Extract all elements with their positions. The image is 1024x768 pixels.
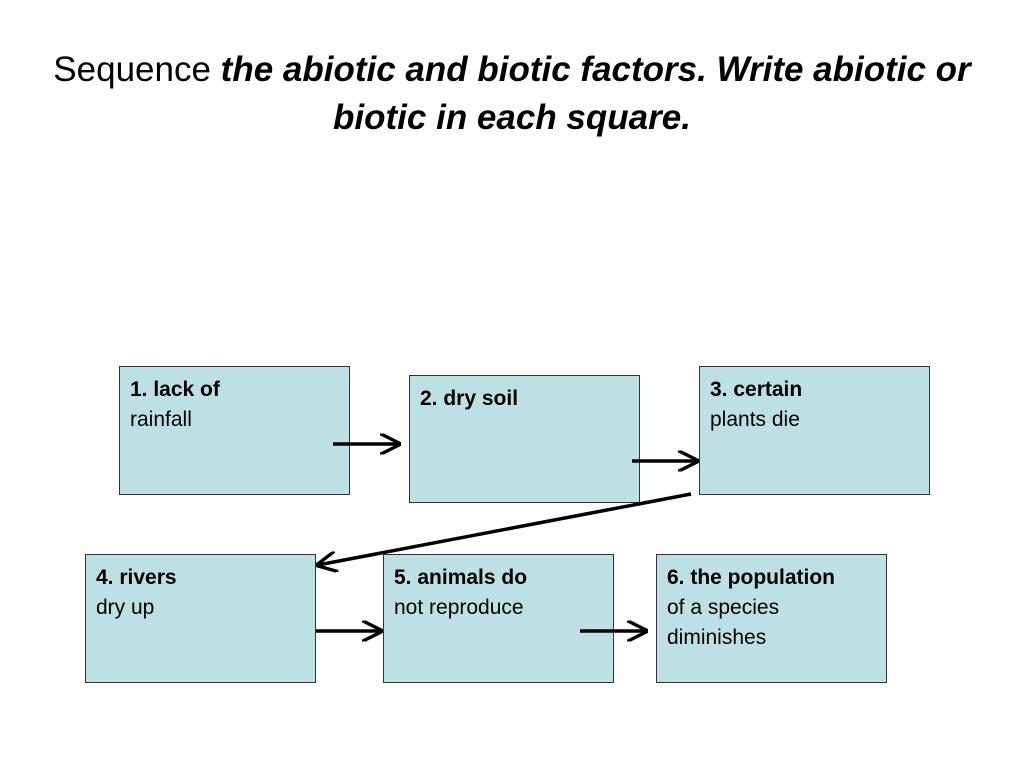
box-5-heading: 5. animals do: [394, 566, 528, 589]
box-4-heading: 4. rivers: [96, 566, 177, 589]
box-1-heading: 1. lack of: [130, 378, 220, 401]
box-2-heading: 2. dry soil: [420, 387, 519, 410]
box-6-text: of a species diminishes: [667, 596, 780, 649]
box-3-text: plants die: [710, 408, 800, 431]
box-1-text: rainfall: [130, 408, 192, 431]
sequence-box-3[interactable]: 3. certain plants die: [699, 366, 930, 495]
sequence-box-5[interactable]: 5. animals do not reproduce: [383, 554, 614, 683]
box-4-text: dry up: [96, 596, 155, 619]
slide-title: Sequence the abiotic and biotic factors.…: [40, 46, 984, 142]
arrow-3-to-4: [318, 492, 692, 565]
title-emphasis: the abiotic and biotic factors. Write ab…: [220, 50, 971, 137]
sequence-box-1[interactable]: 1. lack of rainfall: [119, 366, 350, 495]
title-lead: Sequence: [53, 50, 211, 89]
sequence-box-2[interactable]: 2. dry soil: [409, 375, 640, 503]
box-3-heading: 3. certain: [710, 378, 803, 401]
sequence-box-6[interactable]: 6. the population of a species diminishe…: [656, 554, 887, 683]
box-5-text: not reproduce: [394, 596, 524, 619]
sequence-box-4[interactable]: 4. rivers dry up: [85, 554, 316, 683]
box-6-heading: 6. the population: [667, 566, 835, 589]
